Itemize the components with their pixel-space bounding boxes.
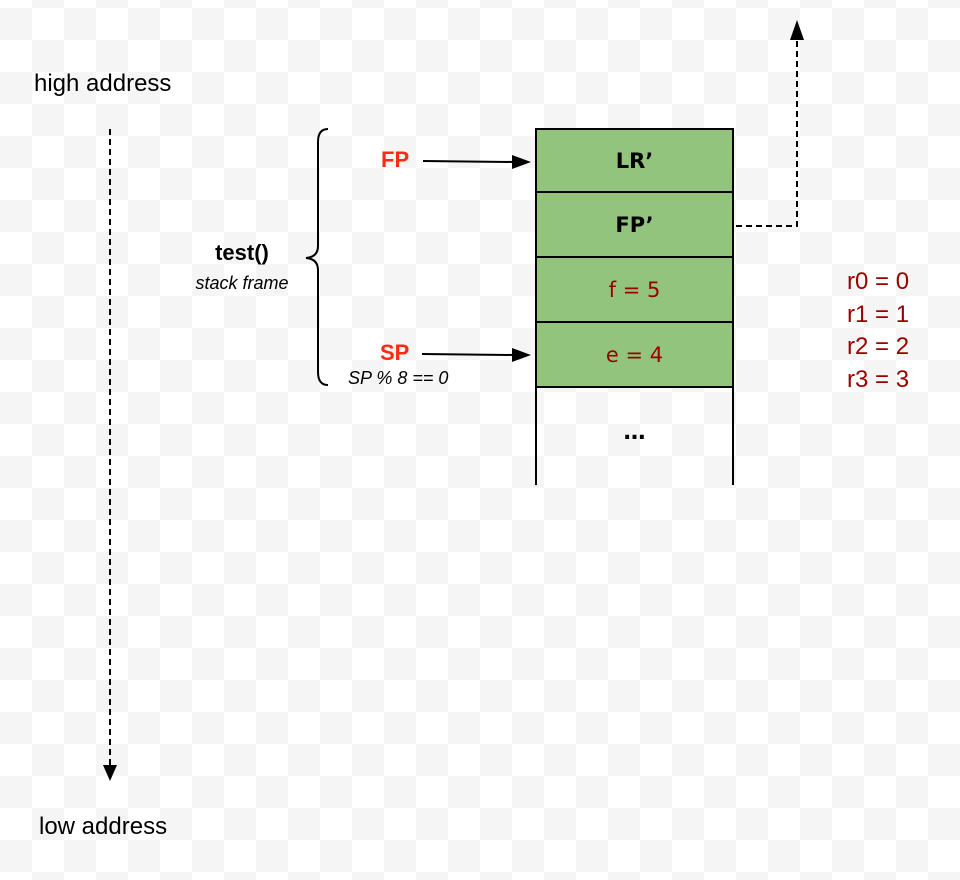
fp-arrowhead — [512, 155, 531, 169]
sp-arrowhead — [512, 348, 531, 362]
register-r2: r2 = 2 — [847, 333, 910, 360]
low-address-label: low address — [39, 813, 168, 840]
register-r3: r3 = 3 — [847, 365, 910, 393]
saved-fp-link-arrowhead — [790, 20, 804, 40]
stack-slot-saved-fp: FP’ — [535, 193, 734, 258]
stack-slot-saved-lr: LR’ — [535, 128, 734, 193]
stack-slot-local-f: f = 5 — [535, 258, 734, 323]
register-r1: r1 = 1 — [847, 300, 910, 328]
fp-pointer-label: FP — [381, 147, 410, 172]
stack: LR’ FP’ f = 5 e = 4 … — [535, 128, 734, 485]
register-r0: r0 = 0 — [847, 268, 910, 295]
sp-pointer-label: SP — [380, 340, 410, 365]
sp-arrow-line — [421, 353, 515, 356]
stack-slot-local-e: e = 4 — [535, 323, 734, 388]
high-address-label: high address — [34, 70, 172, 97]
saved-fp-link-line — [736, 40, 798, 227]
function-name: test() — [215, 240, 269, 265]
stack-slot-continuation: … — [535, 388, 734, 485]
sp-alignment-note: SP % 8 == 0 — [348, 368, 449, 388]
address-direction-arrowhead — [103, 765, 117, 781]
stack-frame-brace — [305, 128, 329, 386]
register-values: r0 = 0 r1 = 1 r2 = 2 r3 = 3 — [847, 266, 909, 396]
fp-arrow-line — [422, 160, 515, 163]
stack-frame-caption: stack frame — [195, 273, 289, 293]
